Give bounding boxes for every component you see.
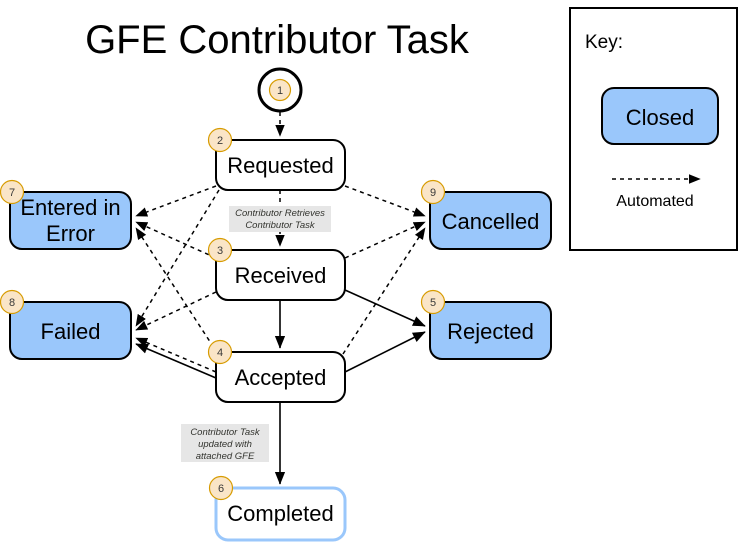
node-badge-number: 1 [277, 85, 283, 97]
node-received[interactable]: Received 3 [207, 237, 346, 301]
edge-received-to-entered-in-error [135, 221, 217, 259]
node-badge-number: 9 [430, 187, 436, 199]
badge-circle-failed [0, 289, 25, 315]
node-label-failed: Failed [41, 319, 101, 344]
node-label-rejected: Rejected [447, 319, 534, 344]
edge-accepted-to-failed [135, 337, 217, 373]
key-closed-swatch [601, 87, 719, 145]
node-label-received: Received [235, 263, 327, 288]
node-badge-number: 2 [217, 135, 223, 147]
node-failed[interactable]: Failed 8 [0, 289, 132, 360]
edge-received-to-rejected [344, 289, 426, 327]
node-completed[interactable]: Completed 6 [208, 475, 347, 542]
edge-layer [135, 112, 426, 485]
edge-accepted-to-rejected [344, 331, 426, 373]
node-start[interactable]: 1 [257, 67, 303, 113]
node-accepted[interactable]: Accepted 4 [207, 339, 346, 403]
node-label-requested: Requested [227, 153, 333, 178]
node-label-entered-in-error-line1: Entered in [20, 195, 120, 220]
badge-circle-requested [207, 127, 233, 153]
node-badge-number: 4 [217, 347, 223, 359]
edge-label-line: Contributor Task [245, 220, 316, 231]
edge-accepted-to-cancelled [342, 227, 426, 355]
edge-accepted-to-failed-manual [135, 343, 217, 379]
badge-circle-cancelled [420, 179, 446, 205]
badge-circle-rejected [420, 289, 446, 315]
node-requested[interactable]: Requested 2 [207, 127, 346, 191]
page-title: GFE Contributor Task [85, 18, 470, 62]
edge-requested-to-failed [135, 189, 220, 327]
node-badge-number: 6 [218, 483, 224, 495]
edge-received-to-failed [135, 291, 217, 331]
node-label-entered-in-error-line2: Error [46, 221, 95, 246]
node-badge-number: 7 [9, 187, 15, 199]
edge-received-to-cancelled [344, 221, 426, 259]
edge-label-line: attached GFE [196, 451, 255, 462]
node-rejected[interactable]: Rejected 5 [420, 289, 552, 360]
badge-circle-start [268, 78, 292, 102]
edge-requested-to-entered-in-error [135, 185, 217, 217]
badge-circle-received [207, 237, 233, 263]
node-cancelled[interactable]: Cancelled 9 [420, 179, 552, 250]
badge-circle-entered-in-error [0, 179, 25, 205]
node-label-completed: Completed [227, 501, 333, 526]
node-label-cancelled: Cancelled [442, 209, 540, 234]
edge-label-line: Contributor Task [190, 427, 261, 438]
edge-label-line: updated with [198, 439, 252, 450]
badge-circle-completed [208, 475, 234, 501]
key-legend: Key: Closed Automated [569, 7, 738, 251]
key-automated-caption: Automated [616, 193, 693, 210]
node-badge-number: 3 [217, 245, 223, 257]
edge-requested-to-cancelled [344, 185, 426, 217]
edge-label-retrieves: Contributor Retrieves Contributor Task [229, 206, 331, 232]
key-closed-swatch-label: Closed [626, 105, 694, 130]
node-badge-number: 5 [430, 297, 436, 309]
edge-accepted-to-entered-in-error [135, 227, 219, 355]
node-label-accepted: Accepted [235, 365, 327, 390]
node-entered-in-error[interactable]: Entered in Error 7 [0, 179, 132, 250]
node-badge-number: 8 [9, 297, 15, 309]
key-heading: Key: [585, 32, 623, 53]
edge-label-line: Contributor Retrieves [235, 208, 325, 219]
badge-circle-accepted [207, 339, 233, 365]
edge-label-updated: Contributor Task updated with attached G… [181, 424, 269, 462]
